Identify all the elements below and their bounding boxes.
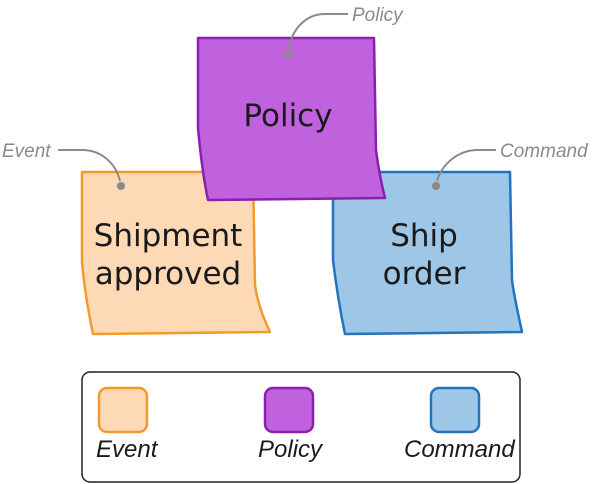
command-note: Ship order (331, 170, 524, 336)
policy-callout-dot (284, 50, 292, 58)
command-callout-line (436, 149, 496, 182)
policy-note-body (196, 36, 387, 202)
command-callout-dot (432, 182, 440, 190)
legend-label-command: Command (404, 436, 515, 463)
policy-callout-label: Policy (352, 5, 404, 26)
policy-note: Policy (196, 36, 387, 202)
legend-item-event: Event (96, 386, 159, 463)
event-callout-label: Event (2, 141, 51, 162)
legend-item-command: Command (404, 386, 515, 463)
event-note-body (80, 170, 272, 336)
legend-item-policy: Policy (258, 386, 324, 463)
command-callout-label: Command (500, 141, 589, 162)
legend-label-event: Event (96, 436, 159, 463)
policy-callout: Policy (284, 5, 404, 58)
event-note: Shipment approved (80, 170, 272, 336)
event-callout-line (58, 149, 121, 182)
legend-label-policy: Policy (258, 436, 324, 463)
event-callout-dot (117, 182, 125, 190)
policy-note-label: Policy (243, 98, 332, 134)
event-callout: Event (2, 141, 125, 190)
legend-swatch-command (429, 386, 481, 434)
event-note-line2: approved (95, 256, 241, 292)
command-note-line1: Ship (390, 218, 458, 254)
legend: Event Policy Command (81, 371, 521, 483)
policy-callout-line (288, 13, 348, 49)
legend-swatch-event (97, 386, 149, 434)
legend-swatch-policy (263, 386, 315, 434)
command-callout: Command (432, 141, 589, 190)
command-note-body (331, 170, 524, 336)
command-note-line2: order (383, 256, 466, 292)
event-note-line1: Shipment (94, 218, 243, 254)
